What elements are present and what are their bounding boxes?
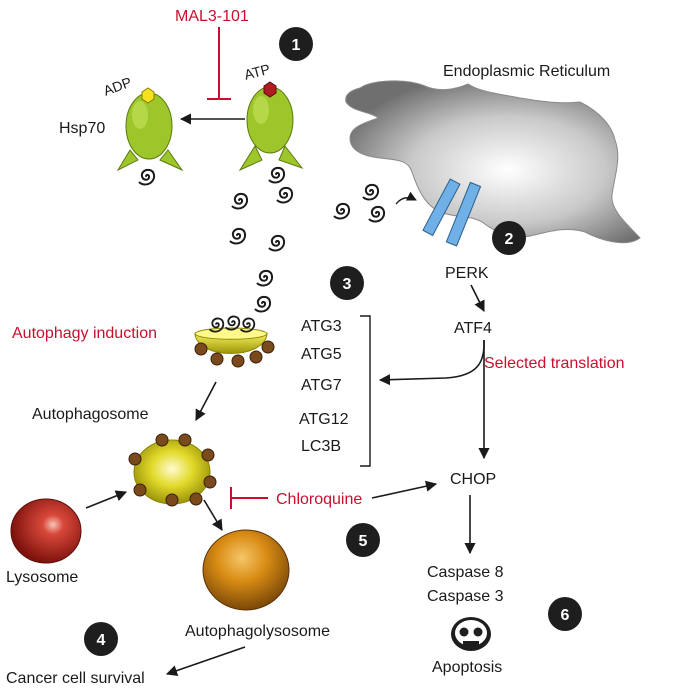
lysosome (10, 498, 82, 564)
lc3b-label: LC3B (301, 438, 341, 455)
atg7-label: ATG7 (301, 377, 342, 394)
step-badge-6: 6 (548, 597, 582, 631)
adp-label: ADP (101, 74, 134, 99)
er-label: Endoplasmic Reticulum (443, 63, 610, 80)
arrow-autophagosome-to-autophagolysosome (203, 499, 223, 531)
atg12-label: ATG12 (299, 411, 349, 428)
svg-text:4: 4 (97, 632, 106, 649)
atg3-label: ATG3 (301, 318, 342, 335)
arrow-to-cancer-survival (165, 646, 246, 676)
hsp70-adp-protein (116, 92, 184, 186)
endoplasmic-reticulum (345, 80, 641, 244)
step-badge-4: 4 (84, 622, 118, 656)
arrow-perk-to-atf4 (470, 284, 485, 313)
svg-text:3: 3 (343, 276, 352, 293)
cancer-survival-label: Cancer cell survival (6, 670, 145, 687)
chop-label: CHOP (450, 471, 496, 488)
atg5-label: ATG5 (301, 346, 342, 363)
atg-bracket (360, 315, 371, 467)
autophagolysosome-label: Autophagolysosome (185, 623, 330, 640)
svg-text:5: 5 (359, 533, 368, 550)
apoptosis-label: Apoptosis (432, 659, 502, 676)
step-badge-1: 1 (279, 27, 313, 61)
arrow-atf4-to-atg (378, 339, 485, 386)
caspase3-label: Caspase 3 (427, 588, 504, 605)
arrow-cup-to-autophagosome (195, 381, 217, 421)
perk-label: PERK (445, 265, 489, 282)
phagophore-cup (194, 315, 275, 368)
skull-icon (451, 617, 491, 651)
step-badge-3: 3 (330, 266, 364, 300)
atf4-label: ATF4 (454, 320, 492, 337)
atp-label: ATP (242, 61, 271, 83)
chloroquine-label: Chloroquine (276, 491, 362, 508)
hsp70-atp-protein (238, 86, 304, 184)
mal3-101-label: MAL3-101 (175, 8, 249, 25)
autophagolysosome (202, 529, 290, 611)
atp-hexagon (263, 81, 277, 98)
arrow-chloroquine-to-chop (371, 480, 438, 499)
autophagy-induction-label: Autophagy induction (12, 325, 157, 342)
arrow-lysosome-to-autophagosome (85, 490, 128, 509)
lysosome-label: Lysosome (6, 569, 78, 586)
arrow-proteins-to-er (395, 191, 417, 205)
selected-translation-label: Selected translation (484, 355, 625, 372)
svg-text:6: 6 (561, 607, 570, 624)
caspase8-label: Caspase 8 (427, 564, 504, 581)
hsp70-label: Hsp70 (59, 120, 105, 137)
adp-hexagon (141, 87, 155, 104)
autophagosome-label: Autophagosome (32, 406, 149, 423)
perk-receptor (422, 178, 482, 247)
svg-text:2: 2 (505, 231, 514, 248)
svg-text:1: 1 (292, 37, 301, 54)
step-badge-2: 2 (492, 221, 526, 255)
step-badge-5: 5 (346, 523, 380, 557)
autophagosome (128, 433, 217, 507)
